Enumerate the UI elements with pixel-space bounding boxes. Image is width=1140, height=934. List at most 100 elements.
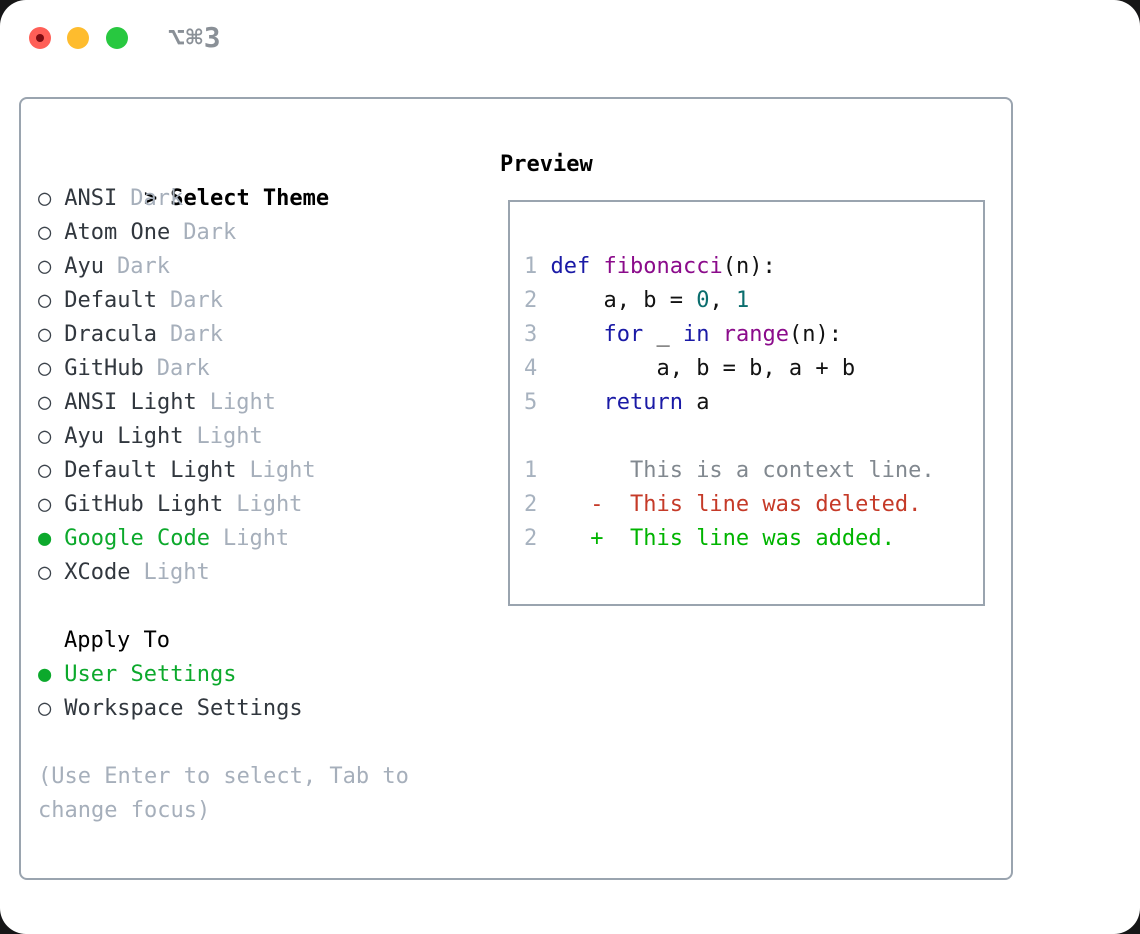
preview-line: 5 return a (524, 386, 977, 420)
theme-variant: Light (209, 390, 276, 415)
hint-line-2: change focus) (38, 798, 211, 823)
code-segment (709, 322, 722, 347)
theme-option-ansi-light[interactable]: ○ ANSI Light Light (38, 386, 409, 420)
radio-unselected-icon: ○ (38, 356, 52, 381)
theme-option-google-code[interactable]: ● Google Code Light (38, 522, 409, 556)
theme-name: ANSI Light (64, 390, 197, 415)
radio-unselected-icon: ○ (38, 560, 52, 585)
code-segment: (n): (788, 322, 842, 347)
line-number: 4 (524, 356, 538, 381)
code-segment (537, 390, 603, 415)
apply-option-workspace-settings[interactable]: ○ Workspace Settings (38, 692, 409, 726)
spacer (38, 590, 409, 624)
code-segment: a, b = (537, 288, 697, 313)
radio-unselected-icon: ○ (38, 390, 52, 415)
radio-unselected-icon: ○ (38, 322, 52, 347)
theme-name: Default (64, 288, 157, 313)
titlebar: ⌥⌘3 (0, 0, 1140, 75)
theme-variant: Light (236, 492, 303, 517)
radio-unselected-icon: ○ (38, 492, 52, 517)
radio-unselected-icon: ○ (38, 696, 52, 721)
line-number: 1 (524, 254, 538, 279)
apply-to-header: Apply To (38, 624, 409, 658)
theme-variant: Light (143, 560, 210, 585)
preview-line: 1 def fibonacci(n): (524, 250, 977, 284)
radio-selected-icon: ● (38, 662, 52, 687)
apply-option-user-settings[interactable]: ● User Settings (38, 658, 409, 692)
preview-title: Preview (500, 152, 593, 177)
code-segment (590, 254, 603, 279)
close-button[interactable] (29, 26, 51, 49)
theme-name: Default Light (64, 458, 237, 483)
code-segment: def (550, 254, 591, 279)
theme-name: Ayu Light (64, 424, 184, 449)
preview-line (524, 420, 977, 454)
apply-option-label: Workspace Settings (64, 696, 303, 721)
code-segment: , (709, 288, 736, 313)
line-number: 2 (524, 492, 538, 517)
code-segment: 1 (735, 288, 750, 313)
code-segment: a (682, 390, 710, 415)
window-title: ⌥⌘3 (168, 21, 222, 54)
code-segment (537, 322, 603, 347)
code-segment (537, 254, 550, 279)
theme-variant: Dark (169, 288, 223, 313)
theme-name: XCode (64, 560, 131, 585)
code-segment: + This line was added. (537, 526, 895, 551)
code-segment: 0 (696, 288, 710, 313)
select-theme-header: > Select Theme (38, 148, 409, 211)
radio-selected-icon: ● (38, 526, 52, 551)
radio-unselected-icon: ○ (38, 458, 52, 483)
minimize-button[interactable] (67, 26, 89, 49)
radio-unselected-icon: ○ (38, 254, 52, 279)
spacer (38, 726, 409, 760)
radio-unselected-icon: ○ (38, 288, 52, 313)
theme-variant: Dark (169, 322, 223, 347)
theme-variant: Light (222, 526, 290, 551)
apply-option-label: User Settings (64, 662, 237, 687)
theme-variant: Dark (156, 356, 210, 381)
code-segment: This is a context line. (537, 458, 935, 483)
code-segment: a, b = b, a + b (537, 356, 856, 381)
code-segment: fibonacci (603, 254, 723, 279)
theme-name: GitHub (64, 356, 144, 381)
preview-line: 3 for _ in range(n): (524, 318, 977, 352)
line-number: 2 (524, 526, 538, 551)
theme-option-xcode[interactable]: ○ XCode Light (38, 556, 409, 590)
code-segment: return (603, 390, 683, 415)
theme-option-default[interactable]: ○ Default Dark (38, 284, 409, 318)
theme-option-dracula[interactable]: ○ Dracula Dark (38, 318, 409, 352)
theme-name: Atom One (64, 220, 171, 245)
radio-unselected-icon: ○ (38, 424, 52, 449)
theme-variant: Dark (130, 186, 184, 211)
select-theme-label: Select Theme (170, 186, 330, 211)
focus-caret-icon: > (143, 186, 158, 211)
preview-line: 1 This is a context line. (524, 454, 977, 488)
preview-line: 2 + This line was added. (524, 522, 977, 556)
theme-name: Ayu (64, 254, 104, 279)
line-number: 5 (524, 390, 538, 415)
code-segment: - This line was deleted. (537, 492, 922, 517)
theme-option-github[interactable]: ○ GitHub Dark (38, 352, 409, 386)
line-number: 1 (524, 458, 538, 483)
code-segment: in (682, 322, 710, 347)
hint-line-1: (Use Enter to select, Tab to (38, 764, 409, 789)
theme-name: Dracula (64, 322, 157, 347)
theme-name: Google Code (64, 526, 210, 551)
line-number: 3 (524, 322, 538, 347)
code-segment: (n): (722, 254, 776, 279)
preview-line: 4 a, b = b, a + b (524, 352, 977, 386)
line-number: 2 (524, 288, 538, 313)
radio-unselected-icon: ○ (38, 220, 52, 245)
theme-name: ANSI (64, 186, 118, 211)
zoom-button[interactable] (106, 26, 128, 49)
